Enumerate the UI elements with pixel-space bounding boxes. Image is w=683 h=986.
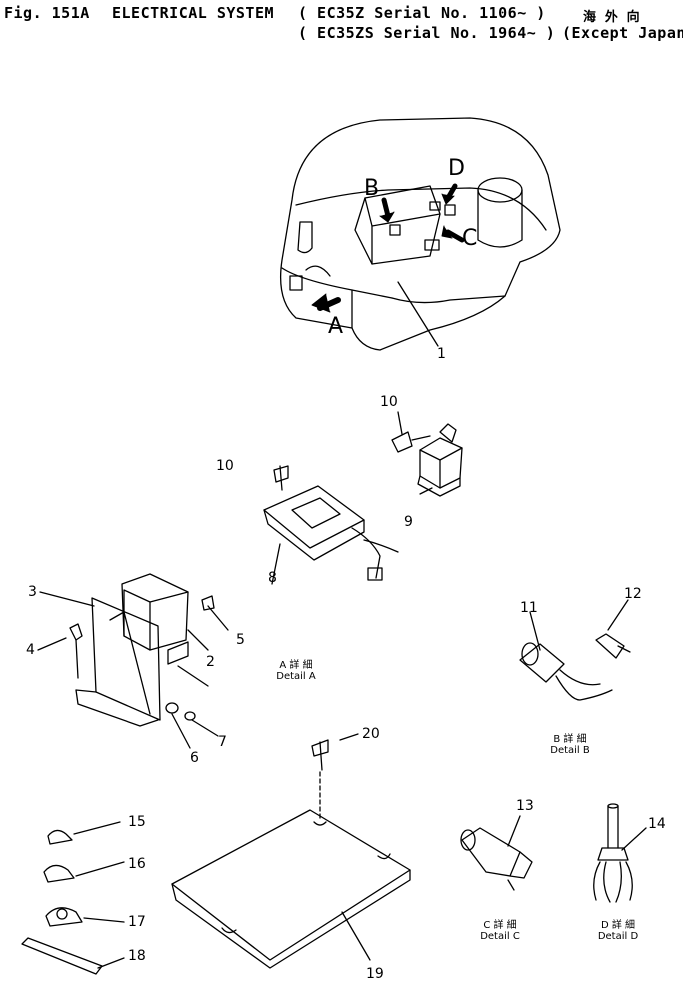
- detail-c-jp: C 詳 細: [483, 920, 517, 931]
- callout-18: 18: [128, 948, 146, 964]
- callout-12: 12: [624, 586, 642, 602]
- callout-17: 17: [128, 914, 146, 930]
- callout-7: 7: [218, 734, 227, 750]
- detail-b-jp: B 詳 細: [553, 734, 587, 745]
- callout-16: 16: [128, 856, 146, 872]
- callout-10-upper: 10: [380, 394, 398, 410]
- detail-a-caption: A 詳 細 Detail A: [266, 660, 326, 682]
- figure-title: ELECTRICAL SYSTEM: [112, 4, 275, 22]
- bracket-drawing: [37, 573, 229, 749]
- detail-b-drawing: [519, 599, 631, 701]
- callout-19: 19: [366, 966, 384, 982]
- callout-4: 4: [26, 642, 35, 658]
- callout-5: 5: [236, 632, 245, 648]
- relay-assembly-drawing: [391, 411, 463, 497]
- detail-d-drawing: [593, 803, 647, 903]
- detail-c-drawing: [460, 815, 533, 891]
- view-letter-c: C: [462, 226, 478, 251]
- overseas-label: 海 外 向: [583, 10, 641, 25]
- callout-1: 1: [437, 346, 446, 362]
- detail-d-caption: D 詳 細 Detail D: [588, 920, 648, 942]
- view-letter-a: A: [328, 314, 344, 339]
- callout-9: 9: [404, 514, 413, 530]
- view-letter-d: D: [448, 156, 465, 181]
- callout-6: 6: [190, 750, 199, 766]
- detail-d-en: Detail D: [597, 931, 639, 942]
- detail-b-en: Detail B: [550, 745, 590, 756]
- view-letter-b: B: [364, 176, 380, 201]
- except-japan-label: (Except Japan): [562, 24, 683, 42]
- figure-number: Fig. 151A: [4, 4, 90, 22]
- detail-c-en: Detail C: [480, 931, 520, 942]
- floor-plate-drawing: [171, 733, 411, 969]
- callout-10-lower: 10: [216, 458, 234, 474]
- serial-line-1: ( EC35Z Serial No. 1106~ ): [298, 4, 546, 22]
- detail-b-caption: B 詳 細 Detail B: [540, 734, 600, 756]
- detail-a-jp: A 詳 細: [279, 660, 313, 671]
- callout-15: 15: [128, 814, 146, 830]
- clips-drawing: [21, 821, 125, 975]
- machine-cover-drawing: [279, 117, 561, 351]
- detail-a-en: Detail A: [276, 671, 316, 682]
- callout-3: 3: [28, 584, 37, 600]
- detail-c-caption: C 詳 細 Detail C: [470, 920, 530, 942]
- callout-14: 14: [648, 816, 666, 832]
- callout-20: 20: [362, 726, 380, 742]
- serial-line-2: ( EC35ZS Serial No. 1964~ ): [298, 24, 556, 42]
- detail-d-jp: D 詳 細: [600, 920, 636, 931]
- controller-drawing: [263, 465, 399, 585]
- callout-2: 2: [206, 654, 215, 670]
- callout-11: 11: [520, 600, 538, 616]
- callout-8: 8: [268, 570, 277, 586]
- callout-13: 13: [516, 798, 534, 814]
